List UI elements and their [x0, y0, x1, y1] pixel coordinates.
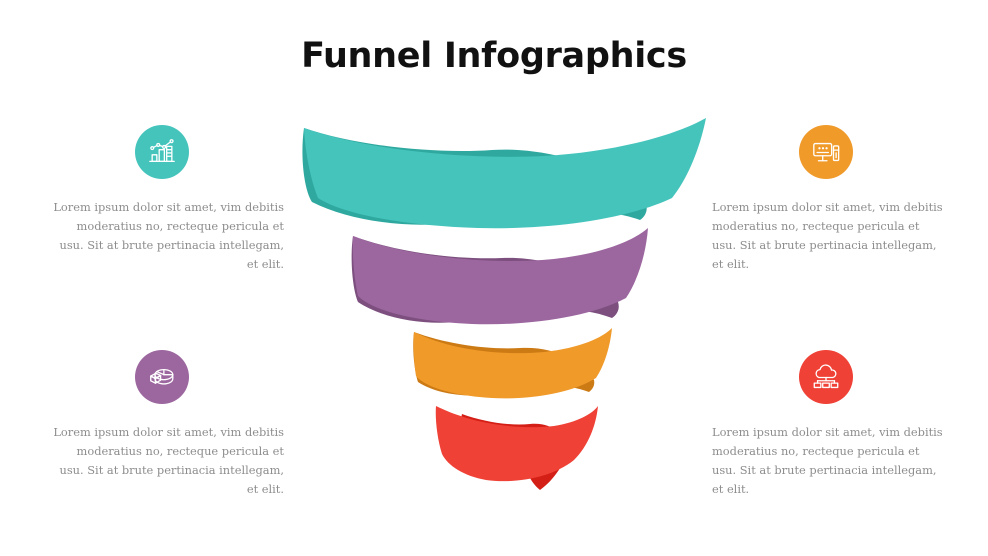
funnel-stage-purple[interactable]: [351, 228, 648, 325]
icon-circle-top-right[interactable]: [799, 125, 853, 179]
funnel-stage-teal[interactable]: [302, 118, 706, 229]
funnel-stage-orange[interactable]: [413, 328, 612, 399]
funnel-stage-purple-face: [352, 228, 648, 325]
funnel-stage-red[interactable]: [435, 406, 598, 490]
description-bottom-right: Lorem ipsum dolor sit amet, vim debitis …: [712, 425, 943, 496]
description-top-right: Lorem ipsum dolor sit amet, vim debitis …: [712, 200, 943, 271]
monitor-icon: [813, 142, 840, 162]
icon-circle-bottom-left[interactable]: [135, 350, 189, 404]
page-title: Funnel Infographics: [301, 36, 687, 76]
description-top-left: Lorem ipsum dolor sit amet, vim debitis …: [53, 200, 284, 271]
icon-circle-bottom-right[interactable]: [799, 350, 853, 404]
funnel-stage-teal-face: [304, 118, 706, 229]
cloud-network-icon: [813, 364, 839, 389]
pie-chart-3d-icon: [150, 368, 174, 385]
description-bottom-left: Lorem ipsum dolor sit amet, vim debitis …: [53, 425, 284, 496]
icon-circle-top-left[interactable]: [135, 125, 189, 179]
funnel-stage-red-face: [435, 406, 598, 482]
funnel-stage-orange-face: [413, 328, 612, 399]
funnel-diagram: [302, 118, 706, 490]
bar-chart-trend-icon: [149, 139, 175, 163]
